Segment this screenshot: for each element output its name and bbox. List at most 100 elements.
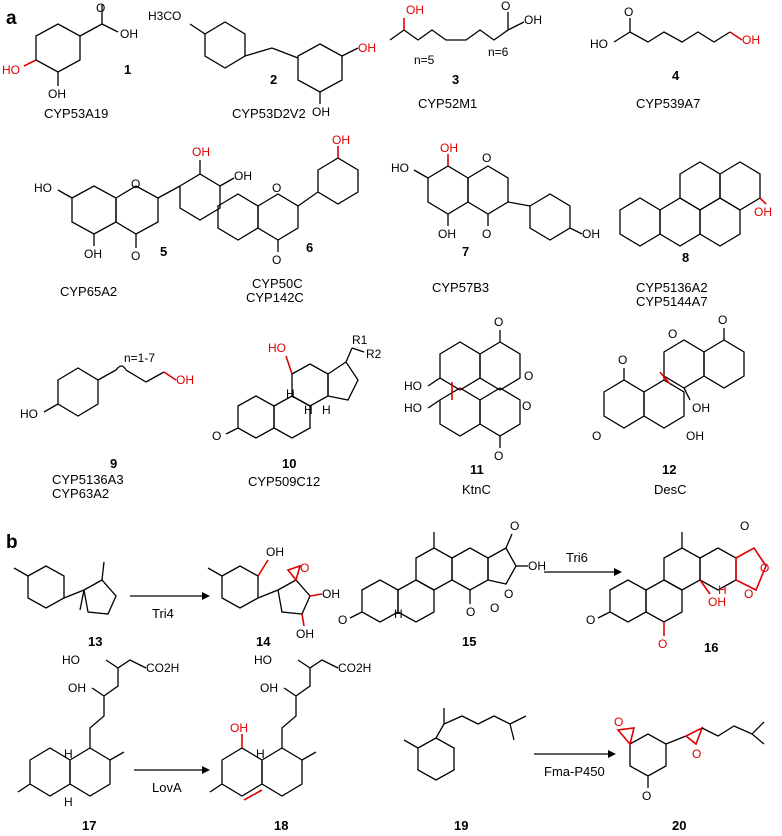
atom-label: O bbox=[96, 1, 105, 15]
structure-compound-5 bbox=[57, 160, 235, 248]
compound-number: 5 bbox=[160, 244, 167, 259]
atom-label: O bbox=[501, 0, 510, 13]
arrow-head bbox=[202, 592, 210, 600]
atom-label: O bbox=[272, 181, 281, 195]
compound-number: 15 bbox=[462, 634, 476, 649]
atom-label: O bbox=[490, 601, 499, 615]
atom-label: HO bbox=[254, 653, 272, 667]
atom-label: n=5 bbox=[414, 53, 435, 67]
atom-label-highlight: O bbox=[760, 561, 769, 575]
atom-label: O bbox=[466, 605, 475, 619]
atom-label: OH bbox=[68, 681, 86, 695]
atom-label: O bbox=[494, 315, 503, 329]
atom-label: H bbox=[286, 387, 295, 401]
atom-label: HO bbox=[62, 653, 80, 667]
structure-compound-16 bbox=[597, 532, 767, 636]
compound-number: 4 bbox=[672, 68, 680, 83]
panel-label-a: a bbox=[6, 8, 17, 29]
compound-number: 8 bbox=[682, 250, 689, 265]
compound-number: 20 bbox=[672, 818, 686, 833]
atom-label: O bbox=[592, 429, 601, 443]
enzyme-label: CYP50C bbox=[252, 276, 303, 291]
panel-label-b: b bbox=[6, 532, 18, 553]
atom-label-highlight: OH bbox=[230, 721, 248, 735]
compound-number: 19 bbox=[454, 818, 468, 833]
enzyme-label: Tri4 bbox=[152, 606, 174, 621]
atom-label-highlight: HO bbox=[268, 341, 286, 355]
arrow-head bbox=[614, 568, 622, 576]
atom-label-highlight: OH bbox=[440, 141, 458, 155]
atom-label: CO2H bbox=[146, 661, 179, 675]
atom-label: O bbox=[482, 151, 491, 165]
atom-label: HO bbox=[404, 379, 422, 393]
atom-label: O bbox=[272, 253, 281, 267]
atom-label: OH bbox=[692, 401, 710, 415]
enzyme-label: CYP52M1 bbox=[418, 96, 477, 111]
atom-label: O bbox=[482, 227, 491, 241]
atom-label-highlight: OH bbox=[332, 133, 350, 147]
atom-label: H3CO bbox=[148, 9, 181, 23]
enzyme-label: CYP509C12 bbox=[248, 474, 320, 489]
atom-label: OH bbox=[438, 227, 456, 241]
atom-label: OH bbox=[296, 627, 314, 641]
atom-label-highlight: OH bbox=[708, 595, 726, 609]
enzyme-label: LovA bbox=[152, 780, 182, 795]
compound-number: 11 bbox=[470, 462, 484, 477]
atom-label: OH bbox=[312, 105, 330, 119]
atom-label: O bbox=[510, 519, 519, 533]
atom-label: O bbox=[718, 313, 727, 327]
structure-compound-13 bbox=[13, 561, 117, 615]
atom-label: O bbox=[494, 449, 503, 463]
atom-label: OH bbox=[582, 227, 600, 241]
atom-label: H bbox=[322, 403, 331, 417]
enzyme-label: CYP53D2V2 bbox=[232, 106, 306, 121]
compound-number: 2 bbox=[270, 72, 277, 87]
arrow-head bbox=[608, 750, 616, 758]
structure-compound-14 bbox=[207, 559, 323, 627]
structure-compound-8 bbox=[619, 161, 767, 247]
atom-label: OH bbox=[260, 681, 278, 695]
atom-label: HO bbox=[391, 161, 409, 175]
atom-label: OH bbox=[322, 587, 340, 601]
enzyme-label: CYP53A19 bbox=[44, 106, 108, 121]
atom-label-highlight: O bbox=[744, 587, 753, 601]
atom-label: CO2H bbox=[338, 661, 371, 675]
atom-label: OH bbox=[686, 429, 704, 443]
atom-label: HO bbox=[34, 181, 52, 195]
enzyme-label: KtnC bbox=[462, 482, 491, 497]
atom-label-highlight: OH bbox=[176, 373, 194, 387]
enzyme-label: CYP57B3 bbox=[432, 280, 489, 295]
compound-number: 12 bbox=[662, 462, 676, 477]
atom-label: O bbox=[338, 613, 347, 627]
atom-label: O bbox=[624, 5, 633, 19]
compound-number: 3 bbox=[452, 72, 459, 87]
atom-label: O bbox=[212, 429, 221, 443]
atom-label-highlight: O bbox=[300, 561, 309, 575]
compound-number: 6 bbox=[306, 240, 313, 255]
compound-number: 9 bbox=[110, 456, 117, 471]
atom-label: HO bbox=[20, 407, 38, 421]
compound-number: 1 bbox=[124, 62, 131, 77]
structure-compound-18 bbox=[209, 659, 339, 801]
atom-label: H bbox=[64, 747, 73, 761]
atom-label: HO bbox=[590, 37, 608, 51]
enzyme-label: Tri6 bbox=[566, 550, 588, 565]
enzyme-label: CYP63A2 bbox=[52, 486, 109, 501]
atom-label: OH bbox=[528, 559, 546, 573]
atom-label: n=1-7 bbox=[124, 351, 155, 365]
structure-compound-19 bbox=[403, 708, 527, 781]
compound-number: 13 bbox=[88, 634, 102, 649]
atom-label: O bbox=[642, 789, 651, 803]
atom-label: O bbox=[668, 327, 677, 341]
atom-label: O bbox=[131, 177, 140, 191]
structure-compound-1 bbox=[23, 4, 119, 86]
arrow-head bbox=[202, 766, 210, 774]
enzyme-label: DesC bbox=[654, 482, 687, 497]
atom-label: R1 bbox=[352, 333, 368, 347]
enzyme-label: CYP539A7 bbox=[636, 96, 700, 111]
atom-label: O bbox=[740, 519, 749, 533]
atom-label-highlight: OH bbox=[192, 145, 210, 159]
structure-compound-4 bbox=[613, 18, 743, 43]
enzyme-label: Fma-P450 bbox=[544, 764, 605, 779]
